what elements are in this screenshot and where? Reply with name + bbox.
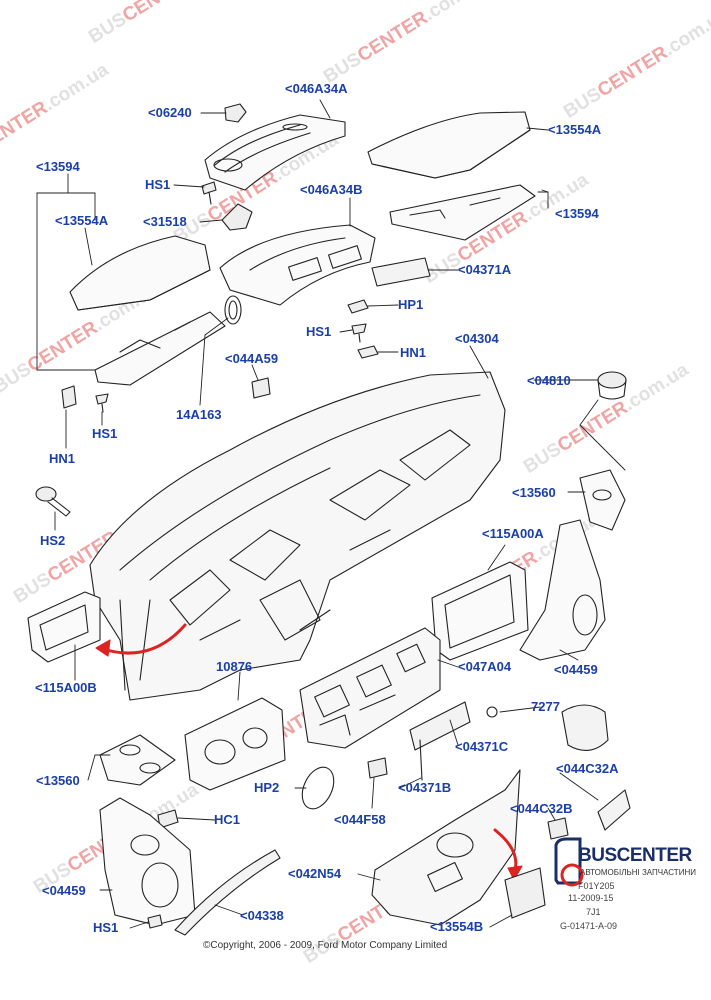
part-hs1-screw bbox=[201, 181, 217, 205]
part-13560-right bbox=[579, 469, 626, 531]
label-046A34B: <046A34B bbox=[300, 182, 363, 197]
part-hs2 bbox=[35, 486, 71, 517]
label-04304: <04304 bbox=[455, 331, 499, 346]
label-047A04: <047A04 bbox=[458, 659, 512, 674]
label-13560-left: <13560 bbox=[36, 773, 80, 788]
label-hs1: HS1 bbox=[145, 177, 171, 192]
part-13554A-top bbox=[367, 111, 531, 179]
part-047A04 bbox=[299, 627, 441, 749]
part-hs1-left bbox=[95, 393, 109, 413]
label-hp1: HP1 bbox=[398, 297, 424, 312]
label-044F58: <044F58 bbox=[334, 812, 386, 827]
buscenter-logo: BUSCENTER АВТОМОБІЛЬНІ ЗАПЧАСТИНИ F01Y20… bbox=[548, 835, 708, 935]
part-hn1-left bbox=[61, 385, 77, 409]
part-04338 bbox=[174, 849, 281, 936]
label-7277: 7277 bbox=[531, 699, 560, 714]
part-046A34B bbox=[219, 224, 376, 306]
part-13554A-left bbox=[69, 235, 211, 311]
label-04338: <04338 bbox=[240, 908, 284, 923]
part-hs1-lower bbox=[147, 914, 163, 929]
arrowhead-right bbox=[507, 865, 523, 881]
part-13594-right bbox=[389, 184, 536, 241]
label-115A00A: <115A00A bbox=[482, 526, 544, 541]
part-13594-left bbox=[94, 311, 226, 386]
logo-code: G-01471-A-09 bbox=[560, 921, 618, 931]
part-06240 bbox=[224, 103, 247, 123]
part-115A00B bbox=[27, 591, 101, 663]
label-042N54: <042N54 bbox=[288, 866, 342, 881]
logo-brand: BUSCENTER bbox=[578, 845, 692, 866]
logo-code: F01Y205 bbox=[578, 881, 615, 891]
label-hs1: HS1 bbox=[306, 324, 332, 339]
label-hs1: HS1 bbox=[93, 920, 119, 935]
part-115A00A bbox=[431, 561, 529, 661]
label-04371B: <04371B bbox=[398, 780, 452, 795]
label-13560-right: <13560 bbox=[512, 485, 556, 500]
label-044C32B: <044C32B bbox=[510, 801, 573, 816]
part-hn1 bbox=[357, 345, 379, 359]
part-04810 bbox=[597, 371, 627, 400]
part-hp2 bbox=[301, 766, 335, 810]
part-hs1 bbox=[351, 323, 367, 343]
label-13554B: <13554B bbox=[430, 919, 484, 934]
label-13554A-top: <13554A bbox=[548, 122, 602, 137]
label-04459-right: <04459 bbox=[554, 662, 598, 677]
logo-tagline: АВТОМОБІЛЬНІ ЗАПЧАСТИНИ bbox=[580, 868, 696, 877]
part-7277 bbox=[486, 704, 609, 751]
arrow-left bbox=[98, 623, 187, 655]
label-hc1: HC1 bbox=[214, 812, 241, 827]
part-046A34A bbox=[204, 114, 346, 191]
label-13554A-left: <13554A bbox=[55, 213, 109, 228]
arrowhead-left bbox=[95, 639, 111, 657]
part-04459-left bbox=[99, 797, 196, 926]
part-04304-instrument-panel bbox=[89, 371, 506, 701]
part-04459-right bbox=[519, 519, 606, 661]
part-13554B bbox=[504, 867, 546, 919]
label-04371C: <04371C bbox=[455, 739, 509, 754]
label-hn1: HN1 bbox=[400, 345, 427, 360]
part-044A59 bbox=[251, 377, 271, 399]
label-044A59: <044A59 bbox=[225, 351, 279, 366]
part-31518 bbox=[221, 203, 253, 231]
label-044C32A: <044C32A bbox=[556, 761, 619, 776]
part-044C32A bbox=[597, 789, 631, 831]
label-06240: <06240 bbox=[148, 105, 192, 120]
logo-bus-icon bbox=[554, 837, 584, 887]
leader-lines bbox=[36, 99, 626, 929]
label-13594-left: <13594 bbox=[36, 159, 80, 174]
label-hp2: HP2 bbox=[254, 780, 280, 795]
part-044C32B bbox=[547, 817, 569, 840]
label-115A00B: <115A00B bbox=[35, 680, 97, 695]
label-hs1: HS1 bbox=[92, 426, 118, 441]
part-04371A bbox=[371, 257, 431, 287]
label-04810: <04810 bbox=[527, 373, 571, 388]
copyright-text: ©Copyright, 2006 - 2009, Ford Motor Comp… bbox=[203, 940, 448, 951]
logo-code: 7J1 bbox=[586, 907, 601, 917]
leader-04371B bbox=[419, 739, 423, 781]
label-04459-left: <04459 bbox=[42, 883, 86, 898]
label-31518: <31518 bbox=[143, 214, 187, 229]
label-04371A: <04371A bbox=[458, 262, 512, 277]
part-14A163 bbox=[224, 295, 242, 325]
part-04371C bbox=[409, 701, 471, 751]
part-042N54 bbox=[371, 769, 521, 926]
part-13560-left bbox=[99, 734, 176, 786]
label-10876: 10876 bbox=[216, 659, 253, 674]
part-044F58 bbox=[367, 757, 388, 779]
logo-code: 11-2009-15 bbox=[568, 893, 614, 903]
part-10876 bbox=[184, 697, 286, 791]
label-046A34A: <046A34A bbox=[285, 81, 348, 96]
label-hn1: HN1 bbox=[49, 451, 76, 466]
label-hs2: HS2 bbox=[40, 533, 66, 548]
part-hp1 bbox=[347, 299, 369, 314]
label-14A163: 14A163 bbox=[176, 407, 222, 422]
label-13594-right: <13594 bbox=[555, 206, 599, 221]
